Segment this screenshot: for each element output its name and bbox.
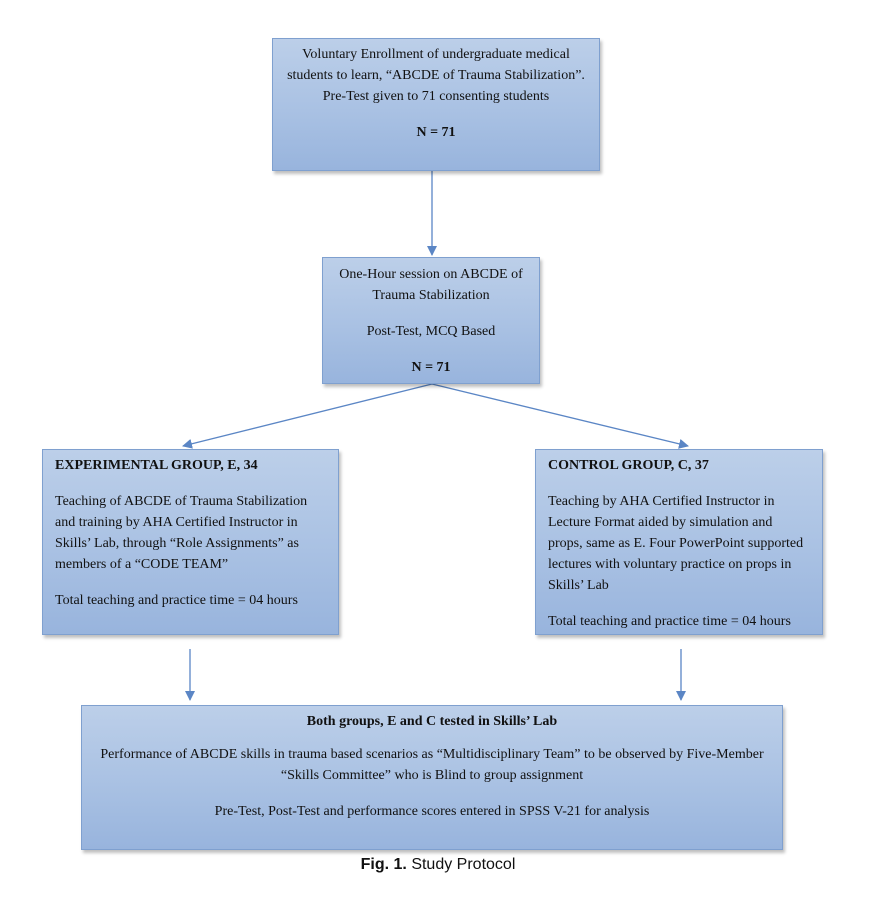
control-group-box: CONTROL GROUP, C, 37 Teaching by AHA Cer…	[535, 449, 823, 635]
session-box: One-Hour session on ABCDE of Trauma Stab…	[322, 257, 540, 384]
experimental-group-box: EXPERIMENTAL GROUP, E, 34 Teaching of AB…	[42, 449, 339, 635]
session-description: One-Hour session on ABCDE of Trauma Stab…	[339, 267, 523, 303]
figure-caption: Fig. 1. Study Protocol	[0, 856, 876, 874]
experimental-group-time: Total teaching and practice time = 04 ho…	[55, 593, 298, 608]
control-group-title: CONTROL GROUP, C, 37	[548, 458, 709, 473]
enrollment-count: N = 71	[416, 125, 456, 140]
testing-scores: Pre-Test, Post-Test and performance scor…	[214, 804, 650, 819]
caption-label: Fig. 1.	[360, 856, 407, 873]
caption-text: Study Protocol	[411, 856, 516, 873]
testing-description: Performance of ABCDE skills in trauma ba…	[100, 747, 764, 783]
experimental-group-description: Teaching of ABCDE of Trauma Stabilizatio…	[55, 494, 308, 572]
control-group-time: Total teaching and practice time = 04 ho…	[548, 614, 791, 629]
session-test-type: Post-Test, MCQ Based	[366, 324, 496, 339]
testing-box: Both groups, E and C tested in Skills’ L…	[81, 705, 783, 850]
control-group-description: Teaching by AHA Certified Instructor in …	[548, 494, 804, 593]
experimental-group-title: EXPERIMENTAL GROUP, E, 34	[55, 458, 258, 473]
enrollment-box: Voluntary Enrollment of undergraduate me…	[272, 38, 600, 171]
session-count: N = 71	[411, 360, 451, 375]
arrow-session-to-experimental	[182, 383, 433, 449]
arrow-session-to-control	[431, 383, 689, 449]
testing-title: Both groups, E and C tested in Skills’ L…	[306, 714, 558, 729]
enrollment-text: Voluntary Enrollment of undergraduate me…	[287, 47, 585, 104]
